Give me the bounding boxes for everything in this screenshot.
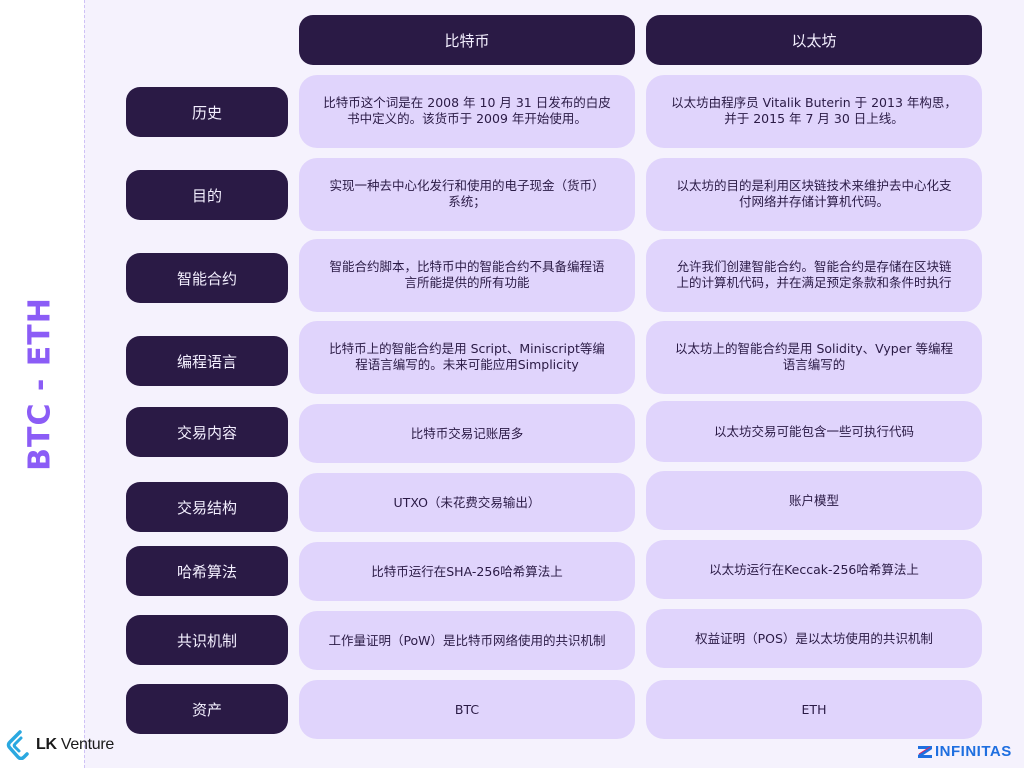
infinitas-icon (918, 745, 932, 758)
cell-text-line: 以太坊的目的是利用区块链技术来维护去中心化支 (676, 178, 952, 193)
cell-btc-asset: BTC (299, 680, 635, 739)
cell-text-line: 以太坊交易可能包含一些可执行代码 (713, 423, 914, 439)
cell-text-line: 并于 2015 年 7 月 30 日上线。 (724, 111, 904, 126)
row-label-history: 历史 (126, 87, 288, 137)
cell-text-line: 以太坊由程序员 Vitalik Buterin 于 2013 年构思， (671, 95, 957, 110)
lk-venture-wordmark: LK Venture (36, 736, 114, 754)
left-strip (0, 0, 84, 768)
cell-text-line: 系统； (448, 194, 486, 209)
cell-eth-transaction-content: 以太坊交易可能包含一些可执行代码 (646, 401, 982, 462)
cell-text-line: 权益证明（POS）是以太坊使用的共识机制 (695, 630, 933, 646)
row-label-purpose: 目的 (126, 170, 288, 220)
cell-btc-consensus: 工作量证明（PoW）是比特币网络使用的共识机制 (299, 611, 635, 670)
cell-eth-consensus: 权益证明（POS）是以太坊使用的共识机制 (646, 609, 982, 668)
cell-text-line: 工作量证明（PoW）是比特币网络使用的共识机制 (328, 632, 606, 648)
column-header-eth: 以太坊 (646, 15, 982, 65)
cell-text-line: 比特币运行在SHA-256哈希算法上 (371, 563, 563, 579)
cell-text-line: 智能合约脚本，比特币中的智能合约不具备编程语 (329, 259, 605, 274)
row-label-transaction-structure: 交易结构 (126, 482, 288, 532)
cell-eth-hash-algorithm: 以太坊运行在Keccak-256哈希算法上 (646, 540, 982, 599)
cell-btc-programming-language: 比特币上的智能合约是用 Script、Miniscript等编程语言编写的。未来… (299, 321, 635, 394)
cell-text-line: ETH (801, 701, 827, 717)
lk-venture-logo: LK Venture (6, 730, 114, 760)
cell-text-line: UTXO（未花费交易输出） (393, 494, 541, 510)
row-label-smart-contract: 智能合约 (126, 253, 288, 303)
lk-venture-icon (6, 730, 29, 760)
cell-text-line: 比特币交易记账居多 (410, 425, 524, 441)
infinitas-logo: INFINITAS (917, 743, 1012, 760)
row-label-programming-language: 编程语言 (126, 336, 288, 386)
cell-text-line: 上的计算机代码，并在满足预定条款和条件时执行 (676, 275, 952, 290)
cell-text-line: 比特币这个词是在 2008 年 10 月 31 日发布的白皮 (323, 95, 611, 110)
cell-eth-history: 以太坊由程序员 Vitalik Buterin 于 2013 年构思，并于 20… (646, 75, 982, 148)
cell-btc-smart-contract: 智能合约脚本，比特币中的智能合约不具备编程语言所能提供的所有功能 (299, 239, 635, 312)
cell-text-line: 账户模型 (788, 492, 839, 508)
side-title: BTC - ETH (22, 297, 58, 471)
row-label-transaction-content: 交易内容 (126, 407, 288, 457)
cell-text-line: 允许我们创建智能合约。智能合约是存储在区块链 (676, 259, 952, 274)
cell-text-line: 以太坊上的智能合约是用 Solidity、Vyper 等编程 (674, 341, 954, 356)
cell-text-line: 付网络并存储计算机代码。 (738, 194, 889, 209)
lk-bold-text: LK (36, 736, 57, 753)
column-header-btc: 比特币 (299, 15, 635, 65)
row-label-asset: 资产 (126, 684, 288, 734)
cell-text-line: BTC (454, 701, 480, 717)
cell-eth-smart-contract: 允许我们创建智能合约。智能合约是存储在区块链上的计算机代码，并在满足预定条款和条… (646, 239, 982, 312)
row-label-hash-algorithm: 哈希算法 (126, 546, 288, 596)
cell-text-line: 书中定义的。该货币于 2009 年开始使用。 (347, 111, 587, 126)
row-label-consensus: 共识机制 (126, 615, 288, 665)
cell-eth-asset: ETH (646, 680, 982, 739)
cell-text-line: 言所能提供的所有功能 (404, 275, 530, 290)
cell-btc-history: 比特币这个词是在 2008 年 10 月 31 日发布的白皮书中定义的。该货币于… (299, 75, 635, 148)
cell-text-line: 程语言编写的。未来可能应用Simplicity (355, 357, 579, 372)
cell-eth-transaction-structure: 账户模型 (646, 471, 982, 530)
cell-text-line: 语言编写的 (782, 357, 846, 372)
venture-text: Venture (60, 736, 114, 753)
cell-eth-programming-language: 以太坊上的智能合约是用 Solidity、Vyper 等编程语言编写的 (646, 321, 982, 394)
infinitas-wordmark: INFINITAS (935, 743, 1012, 760)
cell-btc-transaction-content: 比特币交易记账居多 (299, 404, 635, 463)
cell-btc-transaction-structure: UTXO（未花费交易输出） (299, 473, 635, 532)
cell-text-line: 实现一种去中心化发行和使用的电子现金（货币） (329, 178, 605, 193)
cell-text-line: 比特币上的智能合约是用 Script、Miniscript等编 (329, 341, 605, 356)
cell-btc-hash-algorithm: 比特币运行在SHA-256哈希算法上 (299, 542, 635, 601)
cell-eth-purpose: 以太坊的目的是利用区块链技术来维护去中心化支付网络并存储计算机代码。 (646, 158, 982, 231)
cell-btc-purpose: 实现一种去中心化发行和使用的电子现金（货币）系统； (299, 158, 635, 231)
cell-text-line: 以太坊运行在Keccak-256哈希算法上 (709, 561, 919, 577)
